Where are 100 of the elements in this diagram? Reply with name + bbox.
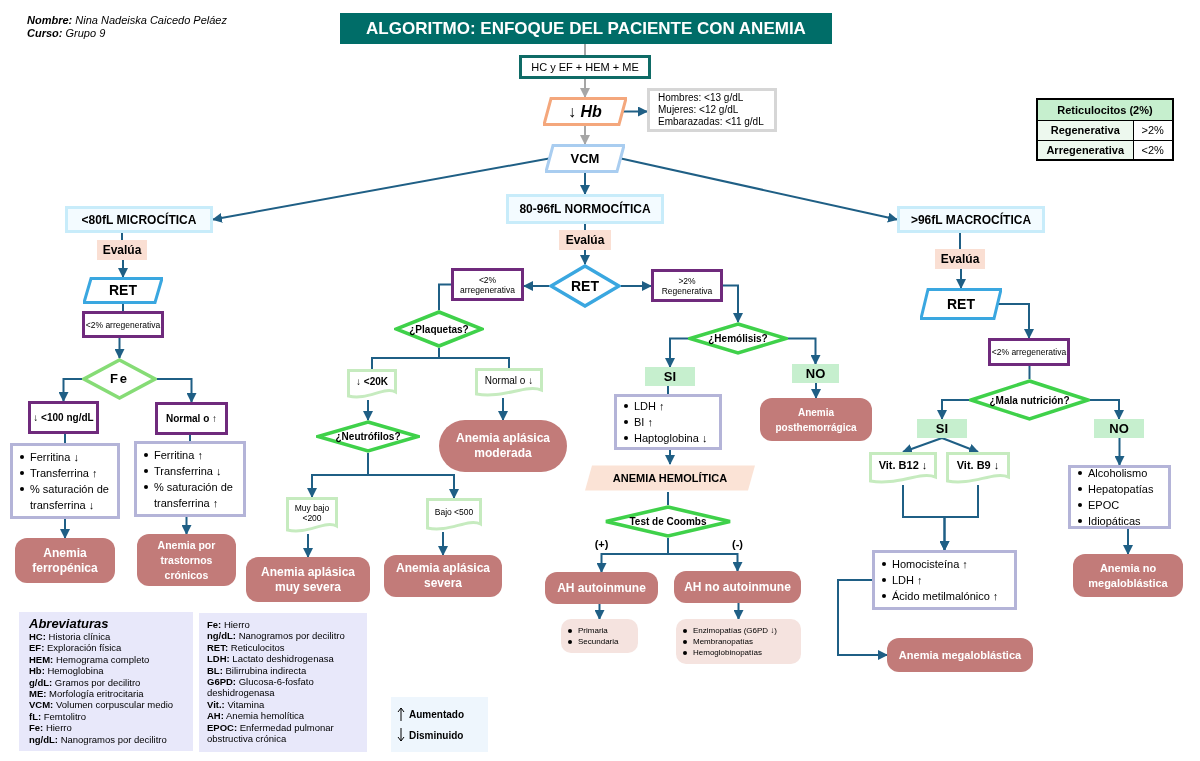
node-label: <80fL MICROCÍTICA [81, 211, 197, 229]
process-box [155, 402, 228, 435]
abbreviation-entry: ng/dL: Nanogramos por decilitro [207, 630, 346, 642]
list-box [614, 394, 722, 450]
node-label: HC y EF + HEM + ME [531, 59, 639, 75]
node-label: Anemia ferropénica [31, 545, 99, 576]
arrow [665, 449, 675, 465]
table-header: Reticulocitos (2%) [1037, 99, 1173, 120]
list-item: Ácido metilmalónico ↑ [892, 589, 999, 604]
list-item: LDH ↑ [634, 399, 665, 414]
arrow [941, 437, 979, 454]
arrow [622, 106, 648, 117]
node-label: Anemia por trastornos crónicos [156, 537, 217, 583]
list-item: EPOC [1088, 498, 1120, 513]
outcome-box [439, 420, 567, 472]
author-info: Nombre: Nina Nadeiska Caicedo Peláez [27, 14, 227, 27]
node-label: >96fL MACROCÍTICA [910, 211, 1032, 229]
node-label: ↓ <20K [356, 376, 388, 387]
abbreviation-entry: Fe: Hierro [207, 619, 251, 631]
edge-label: (-) [731, 538, 744, 550]
arrow [212, 157, 550, 223]
abbreviation-entry: EPOC: Enfermedad pulmonar obstructiva crónica [207, 721, 335, 745]
list-item: Haptoglobina ↓ [634, 431, 708, 446]
list-item: Transferrina ↑ [30, 466, 98, 481]
arrow [937, 399, 970, 420]
arrow [1123, 528, 1133, 555]
arrow [118, 259, 128, 278]
node-label: RET [571, 276, 599, 296]
node-label: AH autoinmune [557, 580, 646, 596]
arrow [580, 172, 590, 195]
arrow [114, 337, 125, 359]
decision-diamond [549, 264, 621, 308]
arrow [997, 303, 1034, 339]
abbreviation-entry: G6PD: Glucosa-6-fosfato deshidrogenasa [207, 676, 315, 699]
arrow [367, 452, 459, 499]
abbreviation-entry: fL: Femtolitro [29, 710, 87, 723]
node-label: Anemia megaloblástica [898, 647, 1022, 663]
abbreviation-entry: HEM: Hemograma completo [29, 653, 151, 666]
table-cell: Arregenerativa [1037, 140, 1133, 160]
list-box [676, 619, 801, 664]
arrow [956, 268, 966, 289]
data-parallelogram [584, 464, 756, 492]
decision-diamond [688, 322, 788, 355]
abbreviation-entry: Vit.: Vitamina [207, 698, 266, 711]
connector-line [438, 283, 452, 311]
node-label: VCM [570, 149, 600, 168]
process-box [988, 338, 1070, 366]
list-box [561, 619, 638, 653]
connector-line [959, 232, 961, 250]
connector-line [438, 347, 510, 369]
arrow [620, 157, 898, 223]
list-item: Membranopatías [693, 636, 754, 647]
process-box [28, 401, 99, 434]
node-label: RET [947, 294, 975, 314]
data-parallelogram [83, 277, 163, 304]
connector-line [64, 433, 66, 444]
arrow [363, 399, 373, 421]
node-label: SI [663, 367, 677, 386]
list-item: Secundaria [578, 636, 619, 647]
connector-line [121, 232, 123, 241]
process-box [82, 311, 164, 338]
decision-diamond [316, 420, 420, 453]
process-box [935, 249, 985, 269]
list-item: % saturación de transferrina ↓ [30, 482, 110, 513]
node-label: Mujeres: <12 g/dL [658, 104, 739, 116]
arrow [181, 516, 192, 535]
list-item: Hepatopatías [1088, 482, 1154, 497]
node-label: Bajo <500 [434, 507, 474, 517]
outcome-box [246, 557, 370, 602]
process-box [917, 419, 967, 438]
document-shape [475, 368, 543, 398]
data-parallelogram [543, 97, 627, 126]
arrow [58, 378, 83, 402]
list-box [10, 443, 120, 519]
node-label: Embarazadas: <11 g/dL [658, 116, 764, 128]
process-box [451, 268, 524, 301]
table-cell: Regenerativa [1037, 120, 1133, 140]
abbreviation-entry: BL: Bilirrubina indirecta [207, 664, 308, 677]
legend-label: Aumentado [409, 707, 464, 722]
process-box [65, 206, 213, 233]
node-label: Normal o ↑ [165, 412, 218, 426]
node-label: Anemia no megaloblástica [1087, 560, 1169, 591]
list-item: Hemoglobinopatías [693, 647, 762, 658]
node-label: ↓ <100 ng/dL [33, 411, 94, 424]
node-label: ¿Neutrófilos? [335, 430, 401, 444]
connector-line [189, 434, 191, 442]
process-box [645, 367, 695, 386]
document-shape [869, 452, 937, 485]
list-box [872, 550, 1017, 610]
abbreviation-entry: VCM: Volumen corpuscular medio [29, 699, 175, 711]
connector-line [584, 223, 586, 231]
node-label: ↓ Hb [568, 101, 602, 122]
list-box [134, 441, 246, 517]
abbreviation-entry: Fe: Hierro [29, 722, 73, 734]
process-box [792, 364, 839, 383]
node-label: Evalúa [940, 251, 980, 268]
arrow [523, 281, 550, 291]
node-label: Anemia aplásica severa [394, 561, 492, 591]
node-label: Evalúa [565, 232, 605, 249]
arrow [939, 484, 979, 551]
